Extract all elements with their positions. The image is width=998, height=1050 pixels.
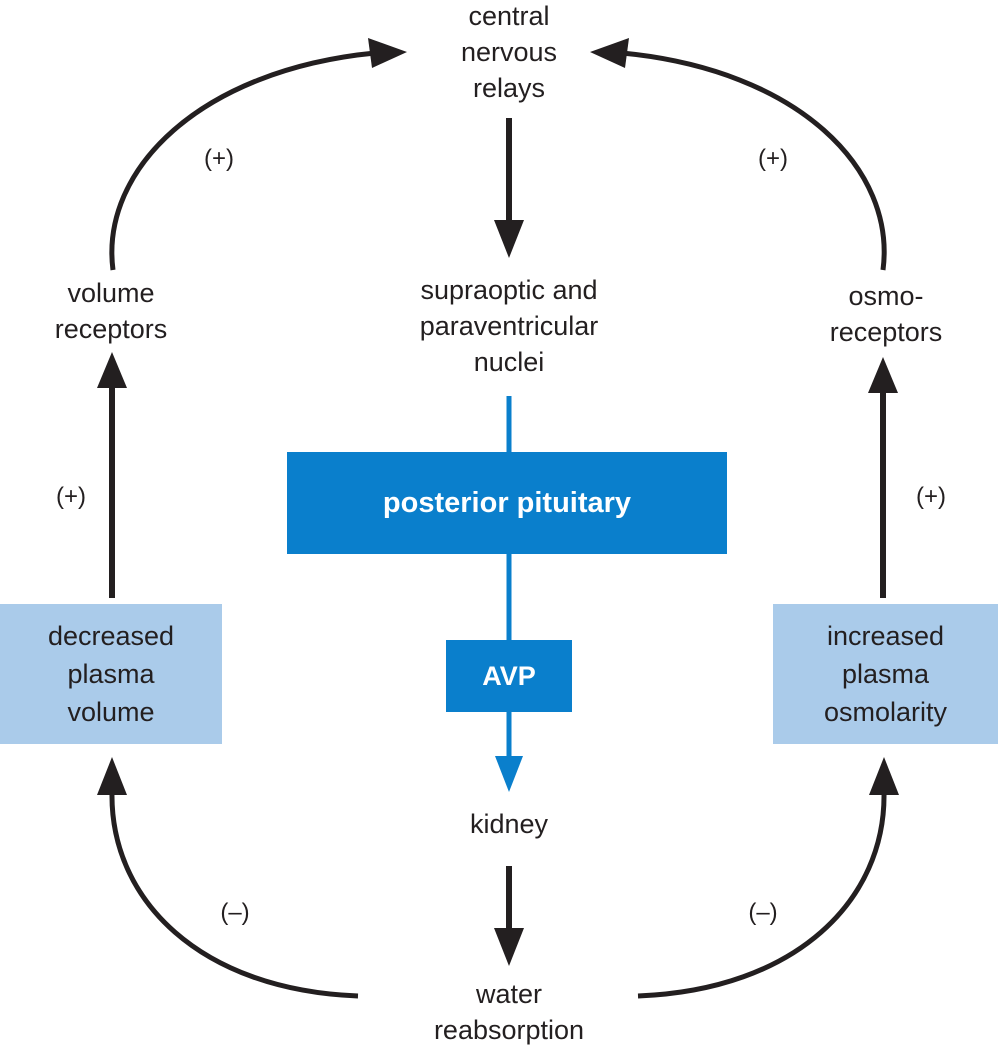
node-supraoptic-paraventricular-nuclei: supraoptic and paraventricular nuclei [419,275,599,377]
node-posterior-pituitary: posterior pituitary [287,452,727,554]
arrowhead-avp-to-kidney [495,756,523,792]
arrow-water-to-volume [109,791,359,999]
node-central-nervous-relays: central nervous relays [460,1,558,103]
node-increased-plasma-osmolarity: increased plasma osmolarity [773,604,998,744]
arrowhead-water-to-osmo [869,757,899,795]
arrowhead-osmo-to-cns [590,38,629,68]
sign-right-lower: (–) [748,899,778,926]
arrowhead-volume-up [97,352,127,388]
arrowhead-cns-to-nuclei [494,220,524,258]
node-water-reabsorption: water reabsorption [433,979,585,1045]
sign-left-lower: (–) [220,899,250,926]
arrowhead-water-to-volume [97,757,127,795]
sign-left-mid: (+) [56,483,86,510]
avp-label: AVP [482,660,536,691]
arrowhead-kidney-to-water [494,928,524,966]
posterior-pituitary-label: posterior pituitary [382,486,632,519]
node-osmoreceptors: osmo- receptors [829,281,943,347]
increased-plasma-osmolarity-label: increased plasma osmolarity [823,621,948,727]
node-volume-receptors: volume receptors [54,278,168,344]
sign-right-mid: (+) [916,483,946,510]
arrow-volume-to-cns [109,50,376,271]
node-decreased-plasma-volume: decreased plasma volume [0,604,222,744]
decreased-plasma-volume-label: decreased plasma volume [47,621,175,727]
arrowhead-volume-to-cns [368,38,407,68]
arrowhead-osmo-up [868,357,898,393]
node-kidney: kidney [469,809,549,839]
node-avp: AVP [446,640,572,712]
sign-right-upper: (+) [758,145,788,172]
sign-left-upper: (+) [204,145,234,172]
arrow-osmo-to-cns [621,50,887,271]
arrow-water-to-osmo [637,791,887,999]
